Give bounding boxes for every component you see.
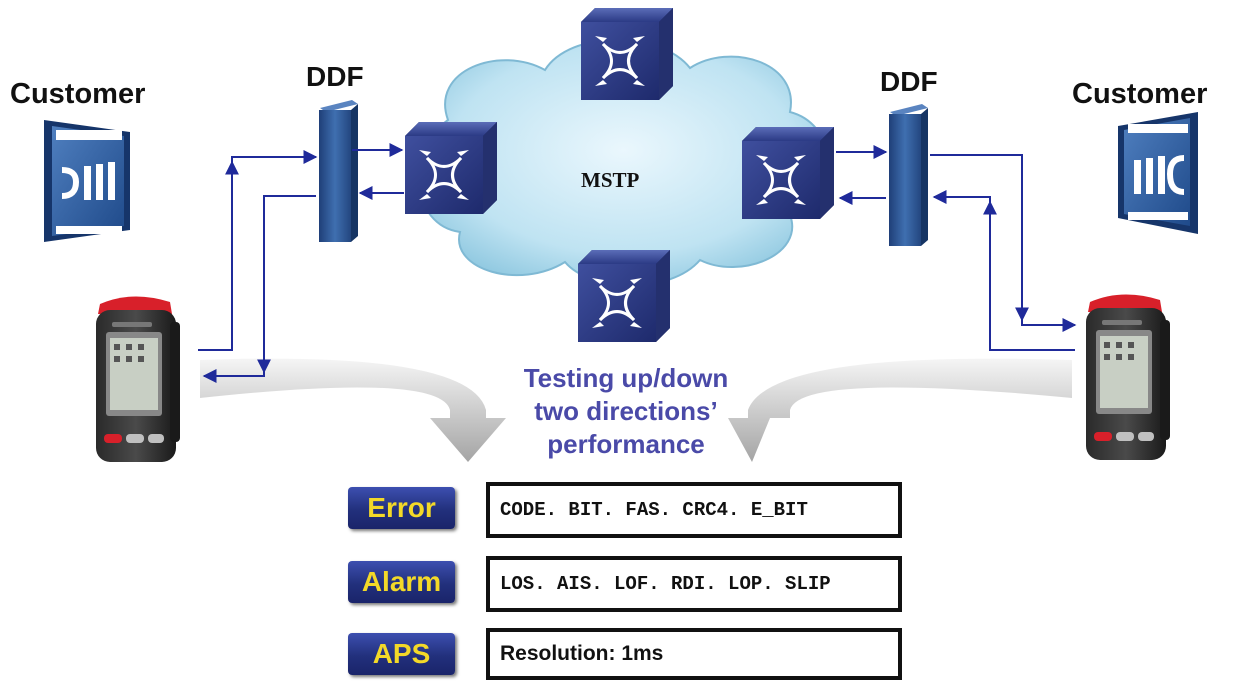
aps-badge: APS [348, 633, 455, 675]
alarm-values-box: LOS. AIS. LOF. RDI. LOP. SLIP [486, 556, 902, 612]
switch-icon-bottom [576, 248, 672, 344]
customer-label-right: Customer [1072, 78, 1208, 110]
customer-equipment-icon-right [1118, 112, 1198, 234]
link-lines-right [836, 145, 1077, 351]
aps-values-box: Resolution: 1ms [486, 628, 902, 680]
error-values-box: CODE. BIT. FAS. CRC4. E_BIT [486, 482, 902, 538]
testing-line-1: Testing up/down [523, 363, 729, 393]
customer-equipment-icon-left [44, 120, 130, 242]
alarm-badge: Alarm [348, 561, 455, 603]
testing-caption: Testing up/down two directions’ performa… [491, 362, 761, 461]
switch-icon-top [579, 6, 675, 102]
flow-arrow-right [728, 358, 1072, 462]
link-lines-left [198, 143, 404, 383]
handheld-tester-icon-left [96, 296, 180, 462]
flow-arrow-left [200, 358, 506, 462]
testing-line-3: performance [547, 429, 705, 459]
ddf-label-right: DDF [880, 66, 938, 97]
ddf-label-left: DDF [306, 61, 364, 92]
ddf-rack-icon-right [889, 104, 928, 246]
switch-icon-left [403, 120, 499, 216]
customer-label-left: Customer [10, 78, 146, 110]
ddf-rack-icon-left [319, 100, 358, 242]
testing-line-2: two directions’ [534, 396, 718, 426]
cloud-label: MSTP [581, 168, 640, 192]
error-badge: Error [348, 487, 455, 529]
handheld-tester-icon-right [1086, 294, 1170, 460]
switch-icon-right [740, 125, 836, 221]
